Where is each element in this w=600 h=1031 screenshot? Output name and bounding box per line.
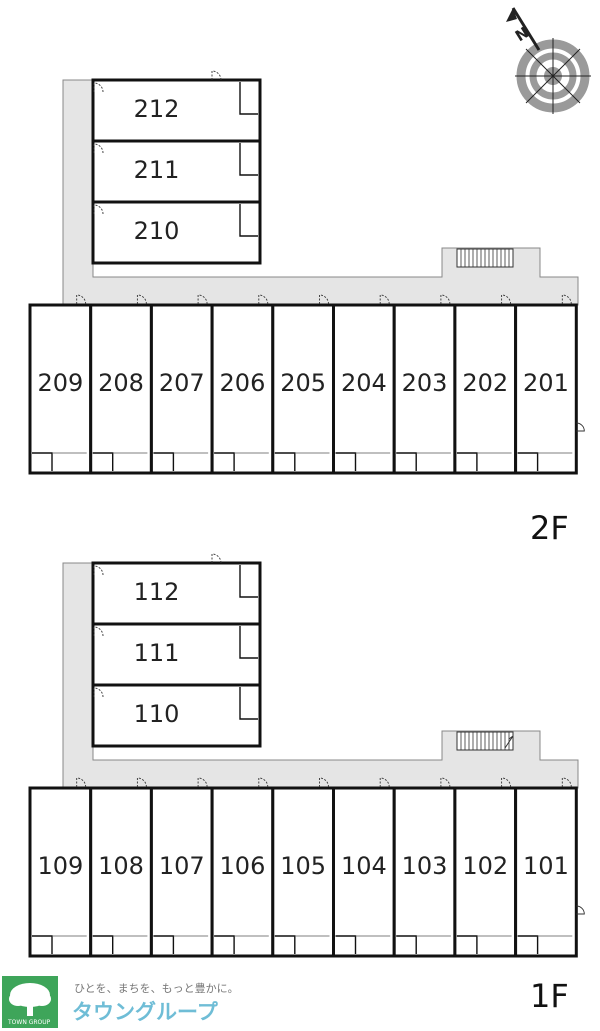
- unit-105: 105: [271, 777, 335, 958]
- unit-209: 209: [28, 294, 93, 475]
- unit-203: 203: [392, 294, 457, 475]
- door-swing-icon: [93, 82, 104, 93]
- unit-202: 202: [453, 294, 518, 475]
- tree-logo-icon: TOWN GROUP: [2, 976, 58, 1028]
- unit-104: 104: [332, 777, 396, 958]
- unit-207: 207: [149, 294, 214, 475]
- door-swing-icon: [93, 687, 104, 698]
- unit-number-label: 112: [134, 578, 180, 606]
- door-swing-icon: [501, 294, 512, 305]
- door-swing-icon: [197, 777, 208, 788]
- unit-110: 110: [91, 683, 262, 748]
- door-swing-icon: [211, 70, 222, 81]
- unit-number-label: 110: [134, 700, 180, 728]
- unit-101: 101: [514, 777, 578, 958]
- stairs-icon: [456, 731, 514, 751]
- unit-206: 206: [210, 294, 275, 475]
- unit-208: 208: [89, 294, 153, 475]
- door-swing-icon: [501, 777, 512, 788]
- unit-number-label: 208: [98, 369, 144, 397]
- side-door-icon: [576, 422, 585, 432]
- logo-name: タウングループ: [72, 1000, 219, 1024]
- unit-201: 201: [514, 294, 578, 475]
- unit-number-label: 202: [462, 369, 508, 397]
- unit-109: 109: [28, 777, 93, 958]
- unit-204: 204: [332, 294, 396, 475]
- unit-number-label: 205: [280, 369, 326, 397]
- unit-number-label: 111: [134, 639, 180, 667]
- stairs-icon: [456, 248, 514, 268]
- door-swing-icon: [211, 553, 222, 564]
- door-swing-icon: [379, 294, 390, 305]
- unit-number-label: 203: [402, 369, 448, 397]
- side-door-icon: [576, 905, 585, 915]
- floor-label-2f: 2F: [530, 509, 569, 547]
- unit-number-label: 109: [37, 852, 83, 880]
- door-swing-icon: [136, 777, 147, 788]
- unit-103: 103: [392, 777, 457, 958]
- north-label: N: [512, 23, 532, 45]
- unit-112: 112: [91, 561, 262, 626]
- floor-2f-plan: 212 211 210 209 208 207 206 205 204 203 202 201: [28, 70, 585, 475]
- door-swing-icon: [379, 777, 390, 788]
- door-swing-icon: [258, 294, 269, 305]
- floor-label-1f: 1F: [530, 977, 569, 1015]
- door-swing-icon: [440, 777, 451, 788]
- unit-number-label: 206: [220, 369, 266, 397]
- door-swing-icon: [319, 777, 329, 788]
- unit-number-label: 210: [134, 217, 180, 245]
- unit-number-label: 108: [98, 852, 144, 880]
- door-swing-icon: [93, 626, 104, 637]
- unit-102: 102: [453, 777, 518, 958]
- logo-tagline: ひとを、まちを、もっと豊かに。: [74, 982, 239, 995]
- unit-number-label: 104: [341, 852, 387, 880]
- unit-number-label: 102: [462, 852, 508, 880]
- unit-108: 108: [89, 777, 153, 958]
- logo-small-text: TOWN GROUP: [7, 1019, 51, 1026]
- unit-number-label: 107: [159, 852, 205, 880]
- door-swing-icon: [561, 294, 572, 305]
- town-group-logo: TOWN GROUP ひとを、まちを、もっと豊かに。 タウングループ: [2, 976, 239, 1028]
- unit-111: 111: [91, 622, 262, 687]
- unit-number-label: 105: [280, 852, 326, 880]
- unit-211: 211: [91, 139, 262, 204]
- unit-number-label: 101: [523, 852, 569, 880]
- unit-number-label: 209: [37, 369, 83, 397]
- unit-212: 212: [91, 78, 262, 143]
- unit-210: 210: [91, 200, 262, 265]
- door-swing-icon: [93, 204, 104, 215]
- door-swing-icon: [258, 777, 269, 788]
- unit-number-label: 207: [159, 369, 205, 397]
- door-swing-icon: [93, 143, 104, 154]
- unit-number-label: 103: [402, 852, 448, 880]
- door-swing-icon: [93, 565, 104, 576]
- unit-107: 107: [149, 777, 214, 958]
- compass-icon: [506, 7, 591, 114]
- unit-number-label: 106: [220, 852, 266, 880]
- door-swing-icon: [76, 294, 87, 305]
- unit-number-label: 204: [341, 369, 387, 397]
- unit-number-label: 201: [523, 369, 569, 397]
- unit-number-label: 212: [134, 95, 180, 123]
- unit-106: 106: [210, 777, 275, 958]
- door-swing-icon: [136, 294, 147, 305]
- floor-1f-plan: 112 111 110 109 108 107 106 105 104 103 102 101: [28, 553, 585, 958]
- door-swing-icon: [197, 294, 208, 305]
- unit-number-label: 211: [134, 156, 180, 184]
- door-swing-icon: [76, 777, 87, 788]
- door-swing-icon: [440, 294, 451, 305]
- door-swing-icon: [561, 777, 572, 788]
- door-swing-icon: [319, 294, 329, 305]
- unit-205: 205: [271, 294, 335, 475]
